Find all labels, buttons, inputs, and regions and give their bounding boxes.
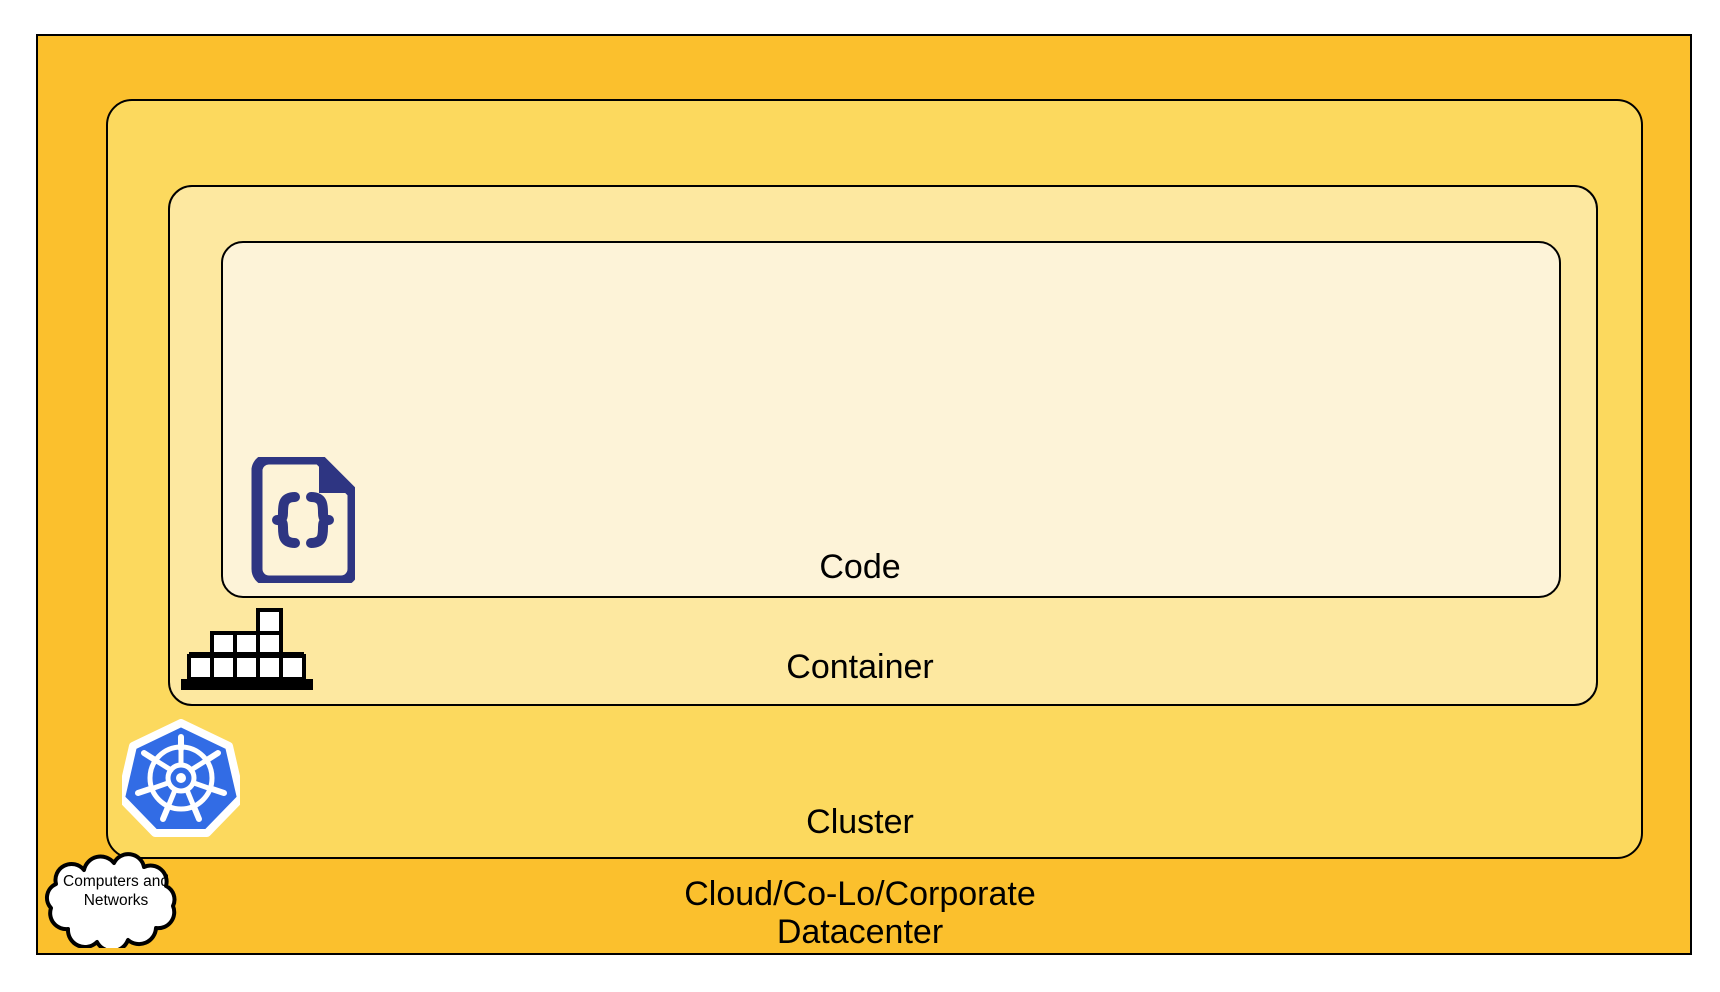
computers-and-networks-cloud-icon[interactable]: [40, 850, 192, 948]
layer-label-datacenter: Cloud/Co-Lo/Corporate Datacenter: [684, 875, 1036, 952]
layer-label-container: Container: [786, 648, 934, 686]
layer-label-code: Code: [819, 548, 901, 586]
layer-label-cluster: Cluster: [806, 803, 914, 841]
kubernetes-helm-wheel-icon: [122, 719, 240, 837]
layer-code[interactable]: [221, 241, 1561, 598]
code-file-braces-icon: [243, 457, 355, 583]
container-stacked-blocks-icon: [181, 608, 313, 694]
